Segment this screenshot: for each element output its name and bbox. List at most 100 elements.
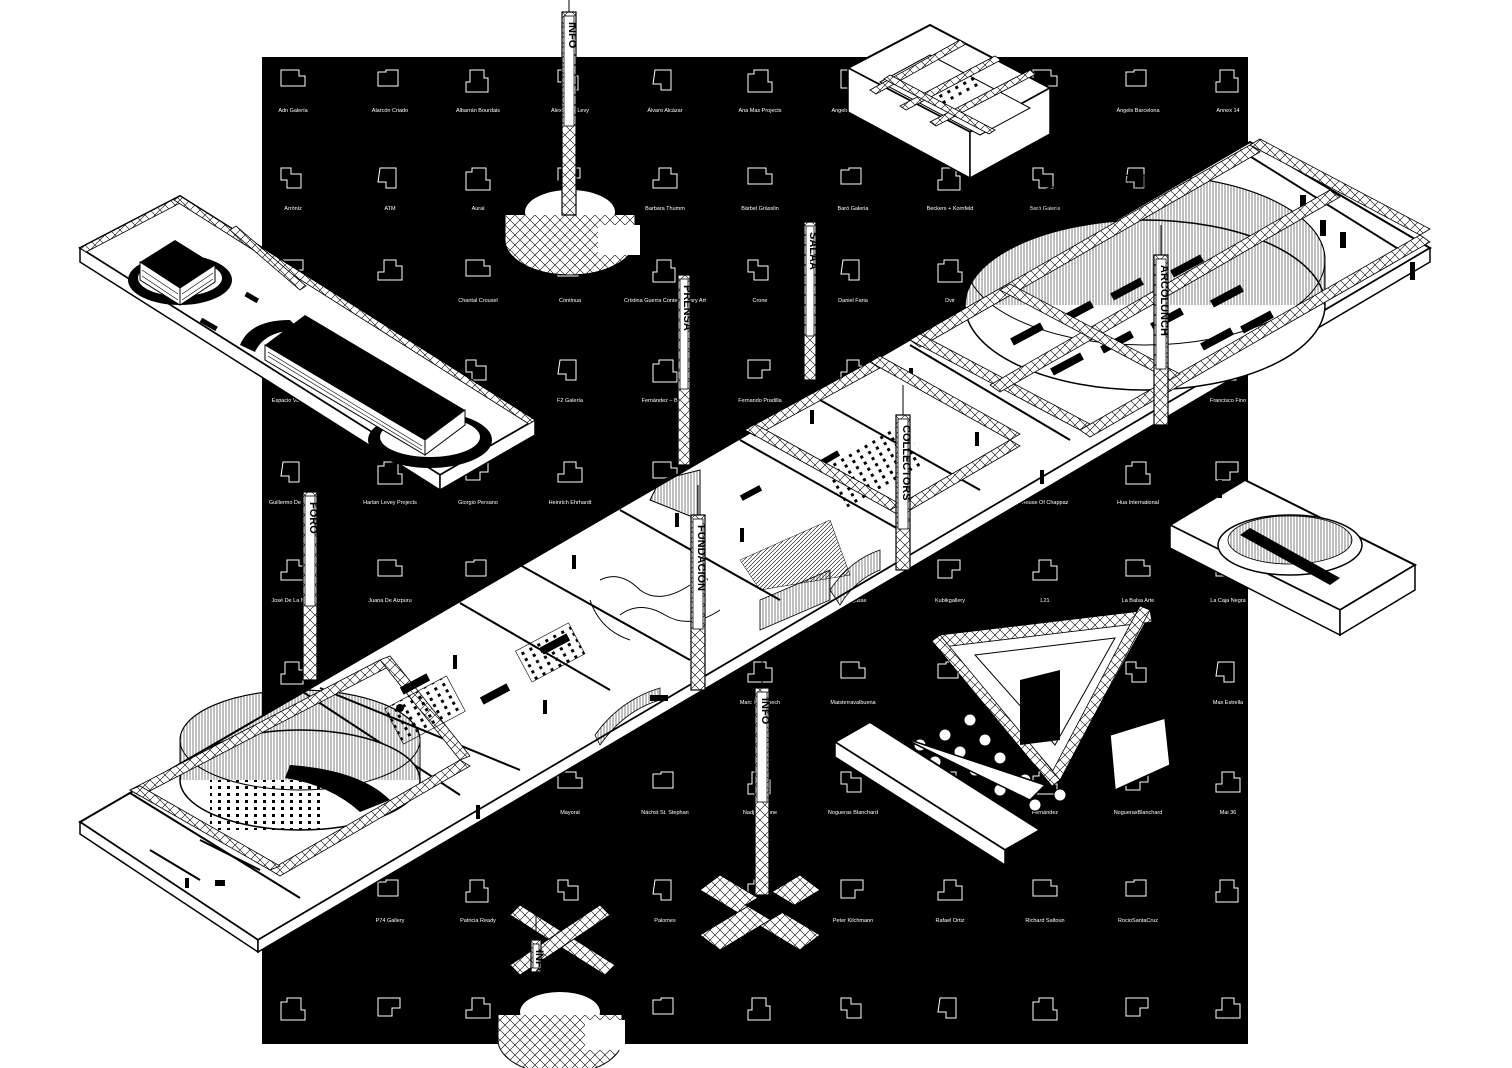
gallery-label: Guillermo De Osma (269, 500, 318, 506)
gallery-label: NoguerasBlanchard (1114, 810, 1163, 816)
triangle-lounge (931, 605, 1171, 792)
gallery-label: Chantal Crousel (458, 298, 497, 304)
gallery-footprint: Heinrich Ehrhardt (549, 461, 592, 506)
gallery-footprint (280, 661, 304, 685)
gallery-footprint: Rafael Ortiz (935, 879, 965, 924)
gallery-label: L21 (1040, 598, 1049, 604)
gallery-label: La Caja Negra (1210, 598, 1246, 604)
main-hall (78, 138, 1432, 954)
gallery-footprint: Crone (747, 259, 769, 304)
gallery-footprint: F2 Galería (557, 359, 584, 404)
gallery-label: Arróniz (284, 206, 302, 212)
top-room (845, 23, 1053, 180)
gallery-label: Fernando Pradilla (738, 398, 782, 404)
gallery-footprint (377, 259, 403, 281)
gallery-footprint (1215, 461, 1239, 481)
gallery-footprint: Mayoral (557, 771, 583, 816)
gallery-footprint: Daniel Faria (838, 259, 869, 304)
gallery-footprint: Peter Kilchmann (833, 879, 873, 924)
gallery-label: Annex 14 (1216, 108, 1239, 114)
gallery-label: Patricia Ready (460, 918, 496, 924)
gallery-label: Mai 36 (1220, 810, 1237, 816)
gallery-label: Barbara Thumm (645, 206, 685, 212)
gallery-footprint: Patricia Ready (460, 879, 496, 924)
tower-info-x: INFO (530, 910, 545, 977)
gallery-footprint: Cristina Guerra Contemporary Art (624, 259, 706, 304)
gallery-footprint: Nächst St. Stephan (641, 771, 689, 816)
tower-label: PRENSA (681, 285, 693, 331)
left-building (77, 194, 537, 492)
gallery-footprint: Baró Galeria (838, 167, 870, 212)
gallery-label: Maisterravalbuena (830, 700, 876, 706)
gallery-label: Espacio Valverde (272, 398, 314, 404)
gallery-label: Nächst St. Stephan (641, 810, 688, 816)
tower-prensa: PRENSA (677, 245, 693, 466)
tower-label: INFO (533, 950, 545, 977)
gallery-label: Albarrán Bourdais (456, 108, 500, 114)
gallery-footprint: Maisterravalbuena (830, 661, 877, 706)
gallery-footprint (652, 997, 674, 1015)
tower-collectors: COLLECTORS (895, 385, 912, 571)
gallery-label: ATM (384, 206, 396, 212)
gallery-label: Adn Galería (278, 108, 308, 114)
gallery-label: Max Estrella (1213, 700, 1244, 706)
gallery-footprint: Adn Galería (278, 69, 309, 114)
gallery-footprint: Annex 14 (1215, 69, 1240, 114)
tower-label: COLLECTORS (900, 425, 912, 501)
tower-label: FUNDACIÓN (695, 525, 708, 591)
info-ring-bottom (497, 981, 625, 1068)
gallery-footprint (377, 997, 401, 1017)
gallery-footprint: Richard Saltoun (1025, 879, 1065, 924)
right-room (1167, 478, 1418, 637)
gallery-footprint: Harlan Levey Projects (363, 461, 417, 506)
gallery-footprint: Fernández – Braso (642, 359, 688, 404)
gallery-footprint (652, 461, 678, 479)
tower-fundacion: FUNDACIÓN (690, 485, 708, 691)
gallery-footprint (465, 559, 487, 577)
gallery-label: Kubikgallery (935, 598, 965, 604)
gallery-label: Hua International (1117, 500, 1159, 506)
gallery-footprint: Fernando Pradilla (738, 359, 783, 404)
gallery-label: Bärbel Grässlin (741, 206, 779, 212)
gallery-label: Francisco Fino (1210, 398, 1246, 404)
z-structure (833, 720, 1047, 867)
towers: INFOPRENSASALAAFOROFUNDACIÓNCOLLECTORSAR… (302, 0, 1170, 977)
gallery-label: Dvir (945, 298, 955, 304)
tower-info-mid: INFO (754, 658, 771, 896)
gallery-footprint: Alarcón Criado (372, 69, 408, 114)
gallery-label: Palomes (654, 918, 676, 924)
gallery-label: P74 Gallery (376, 918, 405, 924)
gallery-footprint (465, 359, 487, 381)
gallery-footprint: Juana De Aizpuru (368, 559, 412, 604)
gallery-label: Nogueras Blanchard (828, 810, 878, 816)
gallery-footprint: Aural (465, 167, 491, 212)
gallery-label: Baró Galeria (838, 206, 870, 212)
gallery-footprint (280, 997, 306, 1021)
gallery-label: Aural (472, 206, 485, 212)
tower-label: INFO (566, 22, 578, 49)
tower-label: INFO (759, 698, 771, 725)
gallery-footprint: Bärbel Grässlin (741, 167, 779, 212)
gallery-footprint (1125, 661, 1147, 683)
gallery-label: Rafael Ortiz (935, 918, 964, 924)
gallery-footprint (840, 997, 862, 1019)
gallery-footprint: L21 (1032, 559, 1058, 604)
gallery-label: Àngels Barcelona (1116, 107, 1160, 114)
gallery-footprint (1125, 997, 1149, 1017)
gallery-footprint: Chantal Crousel (458, 259, 498, 304)
gallery-footprint (747, 997, 771, 1021)
gallery-footprint (1215, 879, 1239, 903)
tower-foro: FORO (302, 462, 319, 681)
gallery-label: Crone (753, 298, 768, 304)
gallery-footprint: Palomes (652, 879, 676, 924)
gallery-footprint: Dvir (937, 259, 963, 304)
gallery-footprint: RocioSantaCruz (1118, 879, 1158, 924)
tower-info-top: INFO (561, 0, 578, 216)
gallery-label: Fernández (1032, 810, 1059, 816)
gallery-label: Alarcón Criado (372, 108, 408, 114)
gallery-footprint: Nogueras Blanchard (828, 771, 878, 816)
gallery-footprint: Barbara Thumm (645, 167, 685, 212)
tower-salaa: SALAA (803, 192, 819, 381)
gallery-footprint: Àngels Barcelona (1116, 69, 1160, 114)
gallery-label: La Balsa Arte (1122, 598, 1155, 604)
